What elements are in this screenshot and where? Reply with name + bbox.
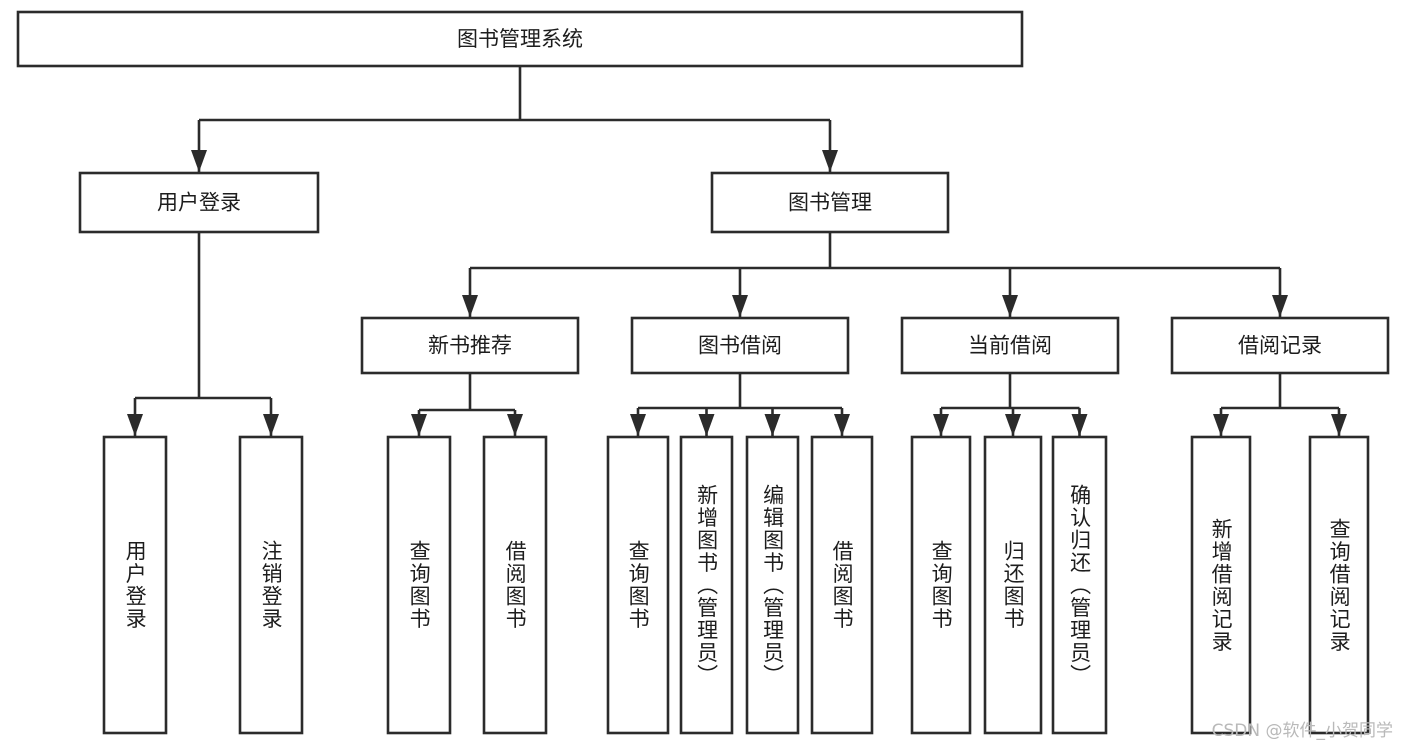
- arrow-head-icon: [127, 414, 143, 436]
- arrow-head-icon: [411, 414, 427, 436]
- arrow-head-icon: [764, 414, 781, 436]
- arrow-head-icon: [462, 295, 478, 317]
- connector-lines: [127, 66, 1347, 436]
- arrow-head-icon: [732, 295, 748, 317]
- arrow-head-icon: [1213, 414, 1229, 436]
- node-l2-box-1: [630, 316, 850, 375]
- node-l2-label-0: 新书推荐: [428, 334, 512, 358]
- node-l1-label-0: 用户登录: [157, 191, 241, 215]
- node-leaf-box-3: [482, 435, 548, 735]
- node-l2-box-3: [1170, 316, 1390, 375]
- arrow-head-icon: [1071, 414, 1088, 436]
- node-l2-label-1: 图书借阅: [698, 334, 782, 358]
- node-l1-box-1: [710, 171, 950, 234]
- arrow-head-icon: [1272, 295, 1288, 317]
- node-l2-label-3: 借阅记录: [1238, 334, 1322, 358]
- node-leaf-box-6: [745, 435, 800, 735]
- node-leaf-box-10: [1051, 435, 1108, 735]
- node-leaf-box-0: [102, 435, 168, 735]
- arrow-head-icon: [834, 414, 850, 436]
- node-boxes: [16, 10, 1390, 735]
- node-l2-label-2: 当前借阅: [968, 334, 1052, 358]
- node-leaf-box-2: [386, 435, 452, 735]
- arrow-head-icon: [507, 414, 523, 436]
- arrow-head-icon: [698, 414, 715, 436]
- node-leaf-box-1: [238, 435, 304, 735]
- node-leaf-box-4: [606, 435, 670, 735]
- arrow-head-icon: [630, 414, 646, 436]
- node-leaf-box-9: [983, 435, 1043, 735]
- arrow-head-icon: [191, 150, 207, 172]
- watermark-text: CSDN @软件_小贺同学: [1211, 721, 1393, 741]
- node-l2-box-2: [900, 316, 1120, 375]
- node-root-label: 图书管理系统: [457, 27, 583, 51]
- arrow-head-icon: [933, 414, 949, 436]
- arrow-head-icon: [1331, 414, 1347, 436]
- node-l2-box-0: [360, 316, 580, 375]
- node-l1-label-1: 图书管理: [788, 191, 872, 215]
- node-leaf-box-8: [910, 435, 972, 735]
- arrow-head-icon: [822, 150, 838, 172]
- node-root-box: [16, 10, 1024, 68]
- node-leaf-box-7: [810, 435, 874, 735]
- arrow-head-icon: [263, 414, 279, 436]
- arrow-head-icon: [1002, 295, 1018, 317]
- node-leaf-box-12: [1308, 435, 1370, 735]
- arrow-head-icon: [1005, 414, 1021, 436]
- node-leaf-box-11: [1190, 435, 1252, 735]
- node-leaf-box-5: [679, 435, 734, 735]
- node-l1-box-0: [78, 171, 320, 234]
